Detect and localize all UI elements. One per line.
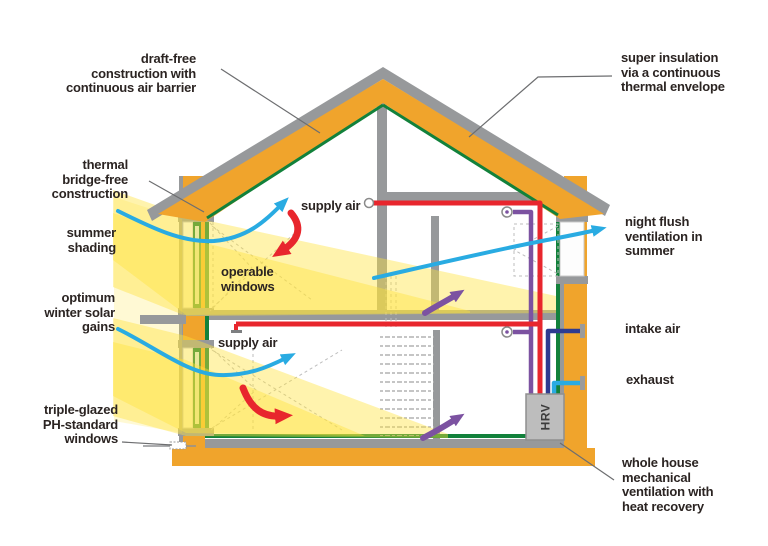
supply-arrow-upper [272,209,302,258]
supply-register [363,197,375,209]
leader-super-insulation [468,75,613,138]
sun-beams [113,190,556,438]
breeze-arrow-upper [116,197,289,244]
foundation-step-detail [169,441,187,450]
window-sill [178,308,214,316]
operable-window-pane [195,226,199,304]
label-draft-free: draft-free construction with continuous … [66,51,196,96]
extract-air-arrows [420,289,465,441]
upper-ceiling [377,192,558,201]
winter-sun-beam-upper-core [113,213,470,315]
winter-sun-beam-lower-core [113,342,365,436]
roof-insulation-left [158,79,383,222]
label-winter-gains: optimum winter solar gains [44,290,115,335]
extract-arrow-upper [422,289,465,316]
exhaust-vent-cap [580,376,585,390]
leader-draft-free [220,68,321,134]
interior-wall-upper [431,216,439,318]
staircase [378,330,434,436]
supply-air-ducts [234,200,543,394]
leader-whole-house [559,442,615,481]
ridge-column [377,100,387,318]
roof [147,67,610,222]
night-flush-arrow [372,225,607,280]
label-super-insulation: super insulation via a continuous therma… [621,50,725,95]
operable-window-pane [195,352,199,424]
roof-deck-left [147,67,383,221]
label-triple-glazed: triple-glazed PH-standard windows [42,402,118,447]
roof-air-barrier [206,103,559,220]
label-operable-windows: operable windows [221,264,275,294]
label-whole-house: whole house mechanical ventilation with … [622,455,714,514]
leader-thermal-bridge [148,180,205,213]
label-exhaust: exhaust [626,372,674,387]
guide-diagonal [211,349,343,431]
interior-wall-lower [433,330,440,439]
leader-lines [121,68,615,481]
intake-air-pipe [545,328,581,394]
label-thermal-bridge: thermal bridge-free construction [51,157,129,202]
lower-left-window [178,340,214,436]
label-summer-shading: summer shading [66,225,117,255]
foundation-insulation [172,448,595,466]
window-sill [556,276,588,284]
breeze-arrow-lower [116,327,296,378]
lower-window-swing [209,346,257,432]
extract-arrow-lower [420,413,465,441]
supply-arrow-lower [239,384,293,425]
hrv-label: HRV [538,403,552,431]
right-window [556,214,588,284]
roof-deck-right [383,67,610,216]
window-sill [178,428,214,436]
window-head [178,340,214,348]
supply-duct-upper [370,200,543,394]
leader-triple-glazed [121,441,173,446]
supply-diffuser [231,330,242,333]
roof-insulation-right [383,79,604,219]
winter-sun-beam-lower [113,318,448,438]
intake-vent-cap [580,324,585,338]
guide-diagonal [211,231,297,309]
right-wall-inner-skin [560,212,564,440]
shading-overhang [140,315,186,324]
label-supply-air-lower: supply air [218,335,278,350]
label-supply-air-upper: supply air [301,198,361,213]
right-window-swing-box [513,223,559,277]
exhaust-air-pipe [551,380,581,394]
hrv-unit [525,393,565,441]
window-head [556,214,588,222]
left-wall-air-barrier [205,212,209,438]
air-registers [363,197,513,338]
label-intake-air: intake air [625,321,681,336]
right-window-swing [512,225,559,275]
right-wall-air-barrier [556,212,560,438]
extract-air-pipes [513,209,534,394]
label-night-flush: night flush ventilation in summer [625,214,703,259]
guide-diagonal [211,349,343,429]
supply-air-arrows [239,209,302,425]
breeze-arrows [116,197,607,378]
winter-sun-beam-upper [113,190,556,316]
glazing [559,221,585,277]
